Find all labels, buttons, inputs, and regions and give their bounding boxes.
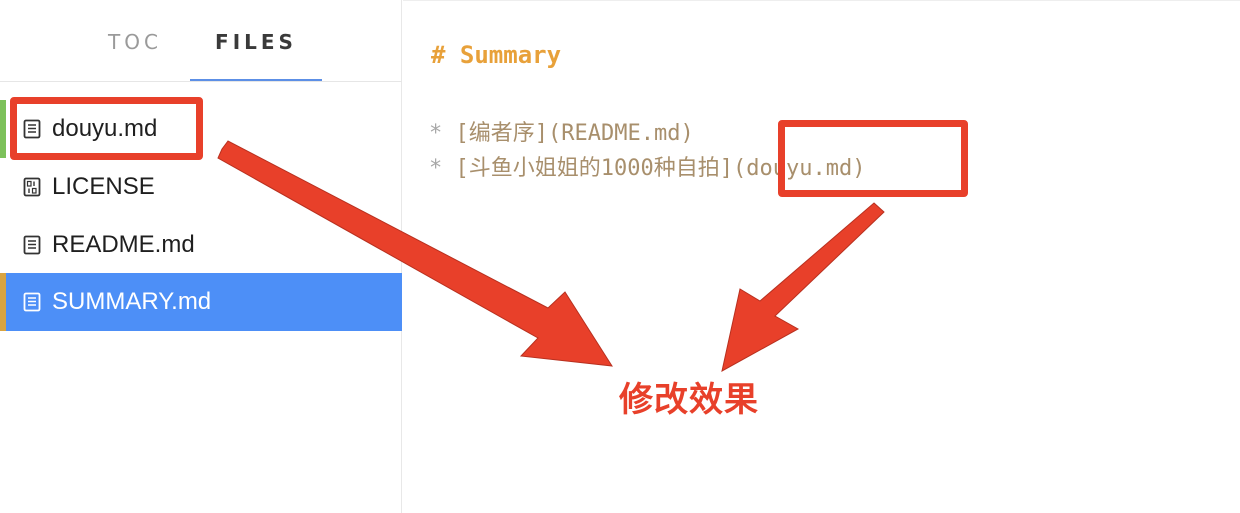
file-item-douyu[interactable]: douyu.md	[0, 100, 402, 158]
heading-text: Summary	[459, 41, 562, 69]
list-bullet: *	[429, 121, 443, 146]
tab-toc[interactable]: TOC	[108, 30, 162, 54]
toc-link-path: (douyu.md)	[732, 156, 866, 181]
toc-line[interactable]: * [编者序](README.md)	[429, 115, 694, 147]
document-icon	[22, 235, 42, 255]
toc-link-text: [编者序](README.md)	[455, 121, 694, 146]
file-marker	[0, 100, 6, 158]
heading-hash: #	[431, 41, 446, 69]
file-name: douyu.md	[52, 115, 158, 142]
toc-link-title: [斗鱼小姐姐的1000种自拍]	[455, 156, 733, 181]
file-name: README.md	[52, 231, 195, 258]
markdown-editor[interactable]: # Summary * [编者序](README.md) * [斗鱼小姐姐的10…	[403, 0, 1240, 513]
file-name: SUMMARY.md	[52, 288, 212, 315]
document-icon	[22, 292, 42, 312]
sidebar-tabs: TOC FILES	[0, 0, 402, 82]
file-item-readme[interactable]: README.md	[0, 216, 402, 274]
summary-heading: # Summary	[431, 41, 561, 69]
file-marker	[0, 273, 6, 331]
highlight-box-douyu-link	[778, 120, 968, 197]
document-icon	[22, 119, 42, 139]
file-sidebar: TOC FILES douyu.md	[0, 0, 402, 513]
file-item-summary[interactable]: SUMMARY.md	[0, 273, 402, 331]
list-bullet: *	[429, 156, 443, 181]
tab-files[interactable]: FILES	[190, 30, 322, 81]
file-item-license[interactable]: LICENSE	[0, 158, 402, 216]
highlight-box-douyu-file	[10, 97, 203, 160]
file-name: LICENSE	[52, 173, 155, 200]
annotation-caption: 修改效果	[619, 380, 759, 420]
binary-file-icon	[22, 177, 42, 197]
